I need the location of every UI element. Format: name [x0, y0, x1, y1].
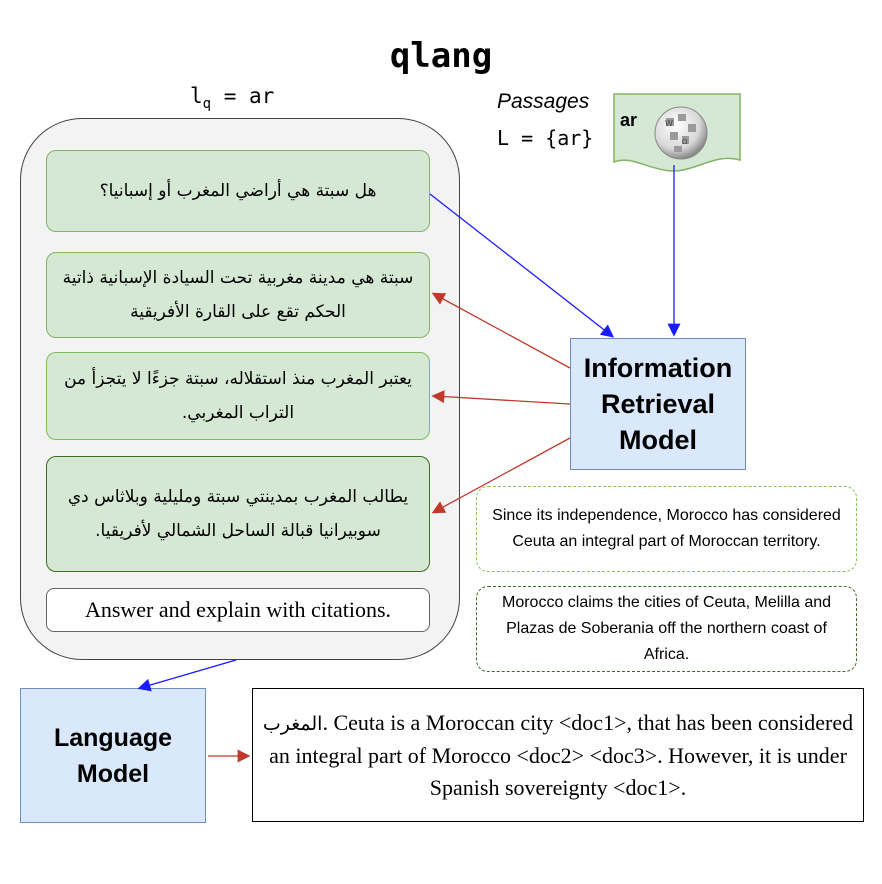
- answer-text: . Ceuta is a Moroccan city <doc1>, that …: [269, 709, 854, 800]
- ir-to-passage-2-arrow: [431, 390, 571, 405]
- prompt-to-lm-arrow: [137, 659, 237, 692]
- translation-passage-2: Since its independence, Morocco has cons…: [476, 486, 857, 572]
- lq-rest: = ar: [211, 84, 275, 108]
- query-box: هل سبتة هي أراضي المغرب أو إسبانيا؟: [46, 150, 430, 232]
- svg-text:W: W: [665, 119, 673, 128]
- lm-label: Language Model: [53, 723, 173, 788]
- diagram-title: qlang: [389, 36, 493, 76]
- language-model: Language Model: [20, 688, 206, 823]
- lq-var: l: [190, 84, 203, 108]
- retrieved-passage-2: يعتبر المغرب منذ استقلاله، سبتة جزءًا لا…: [46, 352, 430, 440]
- passages-source-lang: ar: [620, 110, 638, 130]
- lq-sub: q: [202, 96, 212, 113]
- ir-to-passage-3-arrow: [431, 437, 571, 514]
- wikipedia-globe-icon: W Ω: [654, 106, 708, 160]
- query-to-ir-arrow: [429, 193, 615, 338]
- translation-passage-3: Morocco claims the cities of Ceuta, Meli…: [476, 586, 857, 672]
- ir-model-label: Information Retrieval Model: [583, 353, 733, 455]
- information-retrieval-model: Information Retrieval Model: [570, 338, 746, 470]
- svg-text:Ω: Ω: [682, 138, 688, 146]
- passages-language-set: L = {ar}: [497, 126, 594, 150]
- instruction-box: Answer and explain with citations.: [46, 588, 430, 632]
- answer-arabic-word: المغرب: [262, 712, 323, 735]
- retrieved-passage-3: يطالب المغرب بمدينتي سبتة ومليلية وبلاثا…: [46, 456, 430, 572]
- query-language-label: lq = ar: [190, 84, 274, 112]
- ir-to-passage-1-arrow: [431, 292, 571, 369]
- retrieved-passage-1: سبتة هي مدينة مغربية تحت السيادة الإسبان…: [46, 252, 430, 338]
- answer-box: المغرب. Ceuta is a Moroccan city <doc1>,…: [252, 688, 864, 822]
- passages-label: Passages: [497, 90, 590, 113]
